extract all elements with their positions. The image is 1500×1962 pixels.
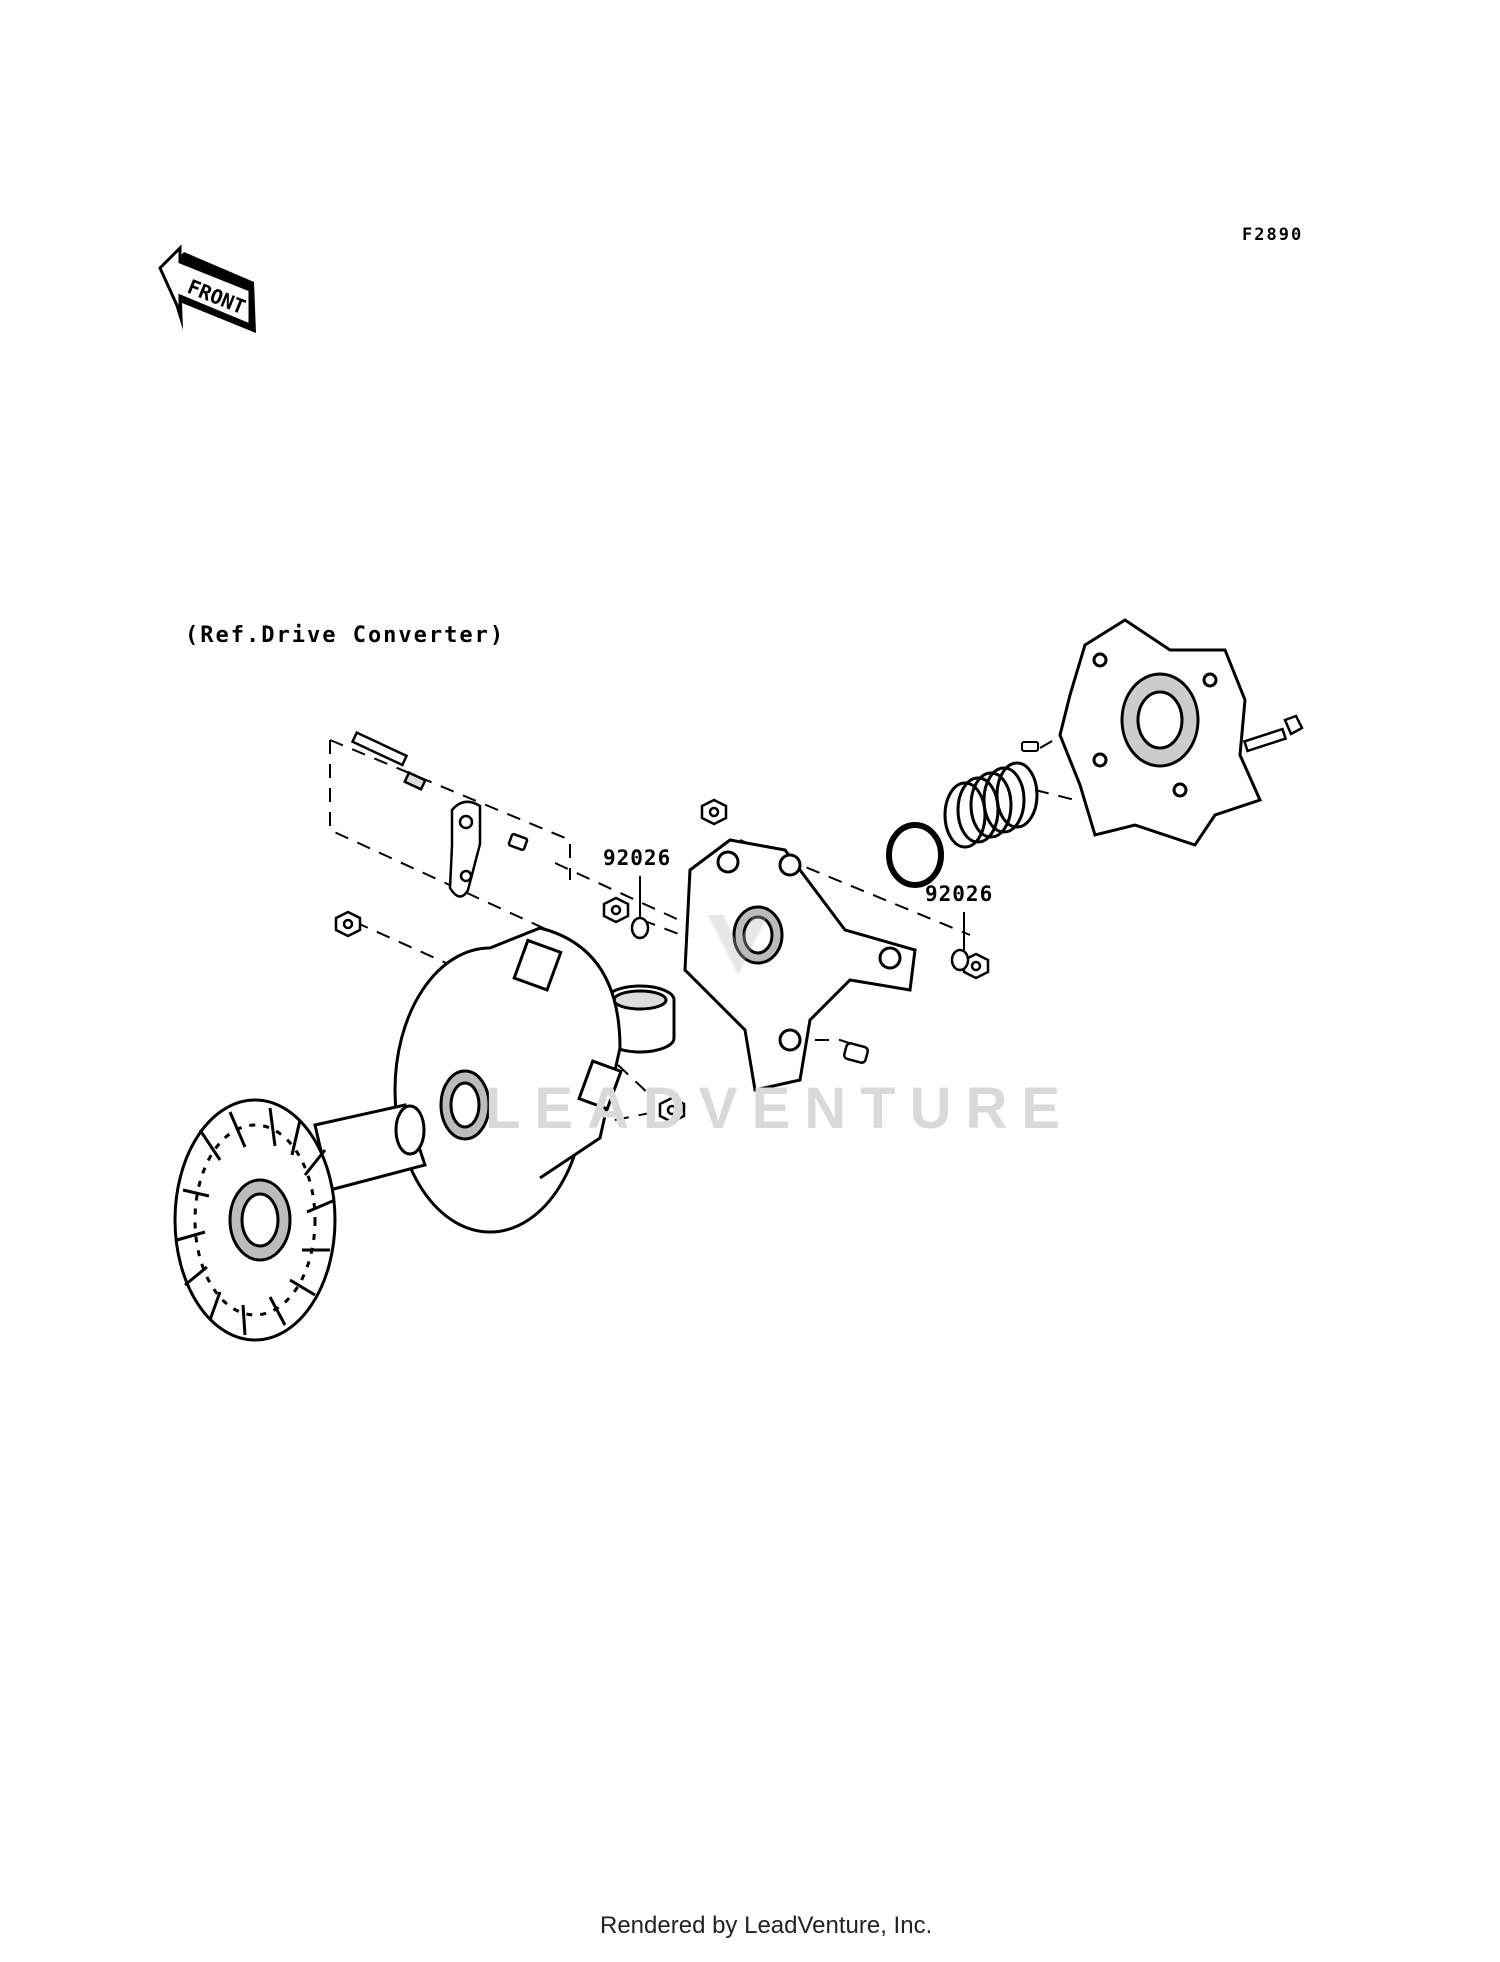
diagram-code: F2890	[1242, 225, 1304, 245]
pin-part	[350, 730, 427, 791]
washer-left	[630, 916, 650, 940]
spring-part	[943, 761, 1039, 849]
nut-upper-left	[334, 910, 362, 938]
front-arrow-icon: FRONT	[158, 244, 256, 333]
bolt-part	[1242, 714, 1304, 753]
nut-left-label	[602, 896, 630, 924]
bushing-part	[842, 1042, 870, 1064]
watermark-text: LEADVENTURE	[485, 1076, 1075, 1141]
washer-right	[950, 948, 970, 972]
flyweight-part	[448, 800, 482, 898]
watermark-logo-icon	[708, 915, 768, 975]
small-pin-upper	[1021, 741, 1039, 752]
nut-right-label	[962, 952, 990, 980]
spider-arm-part	[683, 838, 917, 1092]
sleeve-part	[604, 984, 676, 1054]
reference-label: (Ref.Drive Converter)	[185, 623, 506, 648]
nut-lower-center	[658, 1096, 686, 1124]
part-number-label-right[interactable]: 92026	[925, 882, 994, 906]
fixed-sheave-part	[173, 1098, 427, 1342]
footer-credit: Rendered by LeadVenture, Inc.	[600, 1912, 933, 1939]
cover-plate-part	[1058, 618, 1263, 847]
shim-ring-part	[886, 822, 944, 888]
nut-center-top	[700, 798, 728, 826]
movable-sheave-part	[393, 926, 623, 1234]
part-number-label-left[interactable]: 92026	[603, 846, 672, 870]
roller-part	[507, 832, 529, 852]
